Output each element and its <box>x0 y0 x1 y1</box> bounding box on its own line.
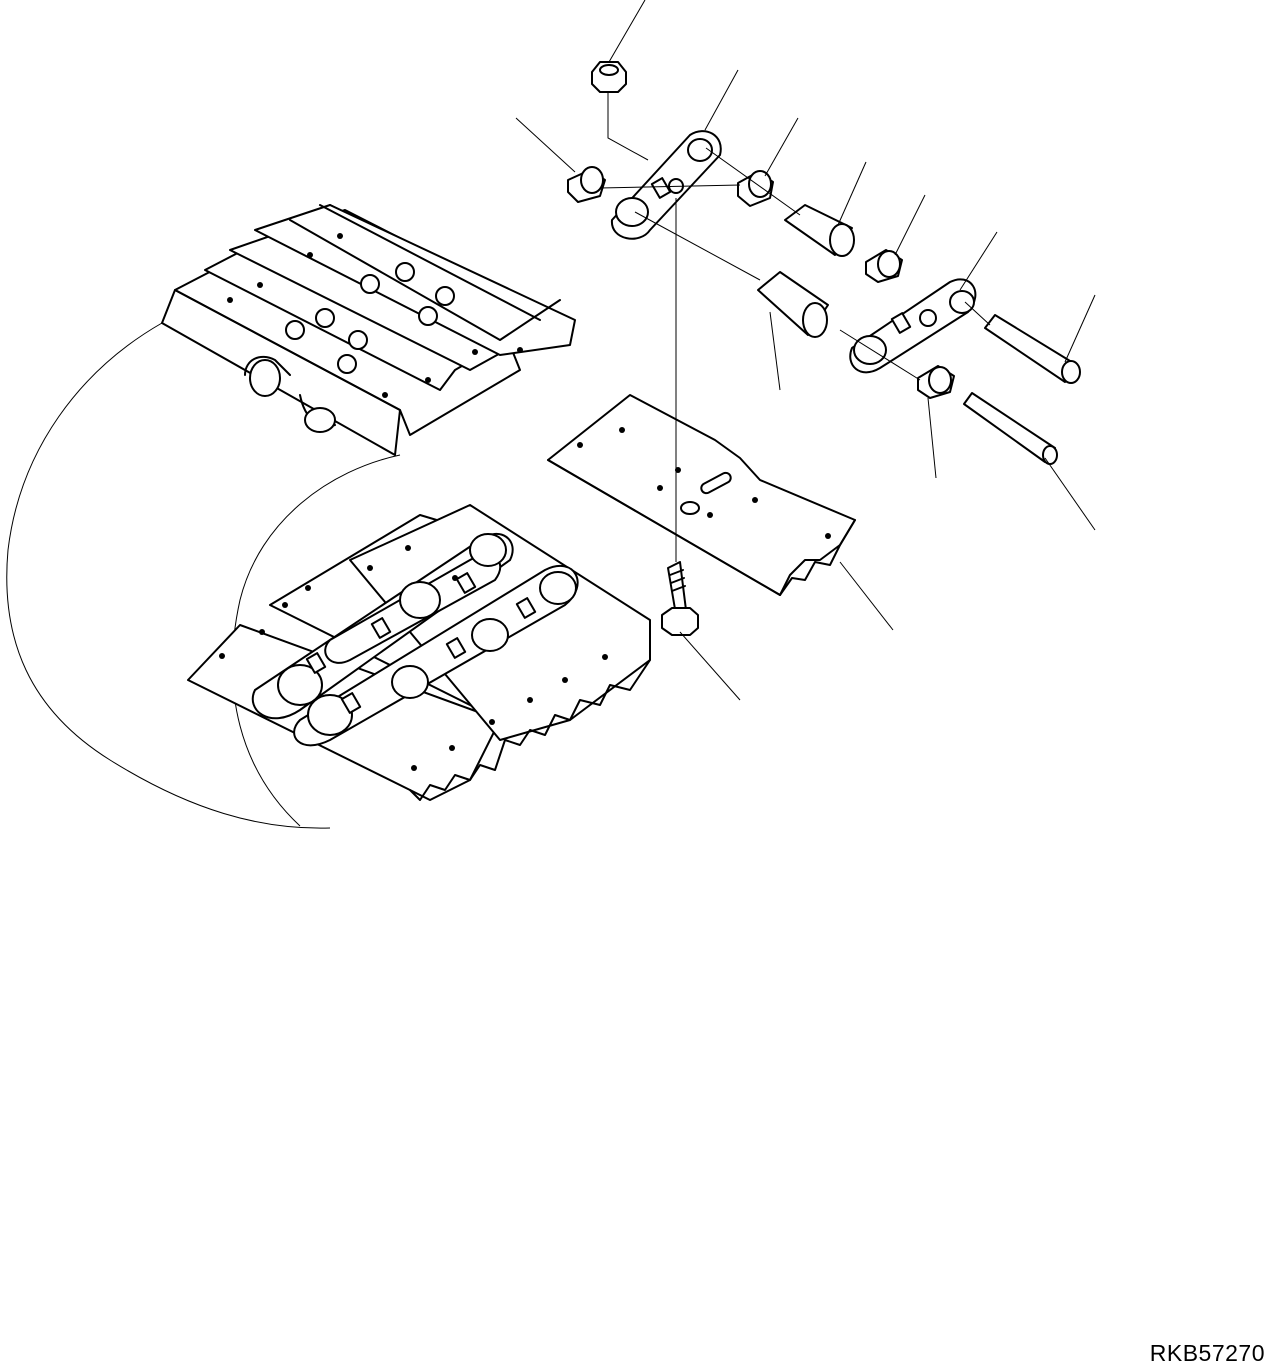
pin-upper <box>984 314 1081 384</box>
nut <box>591 61 627 93</box>
lower-track-section <box>187 504 651 801</box>
pin-lower <box>963 392 1058 465</box>
seal-left <box>567 166 606 203</box>
bolt-holes-upper <box>227 233 523 398</box>
seal-right <box>865 249 903 283</box>
drawing-reference-code: RKB57270 <box>1149 1340 1265 1366</box>
track-belt-outline <box>6 322 401 829</box>
bushing-upper <box>784 204 855 257</box>
upper-track-shoes <box>161 204 576 456</box>
exploded-parts <box>547 61 1081 636</box>
bushing-lower <box>757 271 829 338</box>
link-left <box>610 130 722 240</box>
track-shoe <box>547 394 856 596</box>
link-right <box>849 278 977 374</box>
seal-bottom <box>917 365 955 399</box>
assembly-lines <box>599 92 991 562</box>
bolt <box>661 561 699 636</box>
seal-middle <box>737 170 774 207</box>
leader-lines <box>515 0 1096 701</box>
